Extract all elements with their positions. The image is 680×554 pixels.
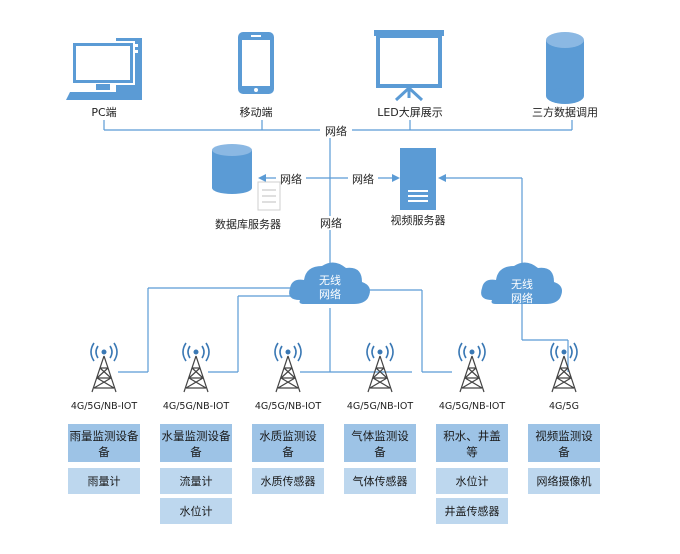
projector-screen-icon bbox=[374, 30, 444, 102]
database-server-label: 数据库服务器 bbox=[215, 217, 281, 231]
sensor-box bbox=[344, 468, 416, 494]
protocol-label: 4G/5G/NB-IOT bbox=[439, 401, 506, 412]
device-label: 视频监测设 bbox=[535, 429, 593, 443]
sensor-box bbox=[160, 468, 232, 494]
arrow-to-db bbox=[258, 174, 266, 182]
mobile-label: 移动端 bbox=[240, 106, 273, 119]
sensor-box bbox=[252, 468, 324, 494]
device-label: 等 bbox=[466, 445, 478, 459]
signal-tower-icon bbox=[366, 342, 394, 393]
sensor-box bbox=[436, 468, 508, 494]
pc-label: PC端 bbox=[91, 106, 116, 119]
network-label-video: 网络 bbox=[352, 172, 374, 186]
cloud-main-line1: 无线 bbox=[319, 273, 341, 287]
sensor-box bbox=[160, 498, 232, 524]
sensor-label: 雨量计 bbox=[88, 475, 121, 488]
protocol-label: 4G/5G/NB-IOT bbox=[163, 401, 230, 412]
device-label: 气体监测设 bbox=[351, 429, 409, 443]
network-label-bg bbox=[348, 172, 378, 186]
desktop-computer-icon bbox=[66, 38, 142, 100]
sensor-label: 水质传感器 bbox=[261, 475, 316, 488]
protocol-label: 4G/5G bbox=[549, 401, 579, 412]
device-box bbox=[344, 424, 416, 462]
device-label: 积水、井盖 bbox=[443, 429, 501, 443]
server-tower-icon bbox=[400, 148, 436, 210]
arrow-to-video-server-2 bbox=[438, 174, 446, 182]
wireless-cloud-main: 无线 网络 bbox=[289, 262, 370, 304]
video-server-label: 视频服务器 bbox=[391, 213, 446, 227]
device-label: 雨量监测设备 bbox=[70, 429, 139, 443]
device-label: 备 bbox=[98, 445, 110, 459]
sensor-label: 流量计 bbox=[180, 474, 213, 488]
network-label-bg bbox=[316, 216, 346, 230]
device-label: 水量监测设备 bbox=[162, 429, 231, 443]
sensor-label: 网络摄像机 bbox=[537, 474, 592, 488]
device-label: 备 bbox=[558, 445, 570, 459]
protocol-label: 4G/5G/NB-IOT bbox=[71, 401, 138, 412]
network-label-bg bbox=[320, 124, 352, 138]
device-box bbox=[528, 424, 600, 462]
protocol-label: 4G/5G/NB-IOT bbox=[347, 401, 414, 412]
wireless-cloud-video: 无线 网络 bbox=[481, 262, 562, 305]
cloud-video-line1: 无线 bbox=[511, 277, 533, 291]
device-box bbox=[160, 424, 232, 462]
network-label-top: 网络 bbox=[325, 124, 347, 138]
network-label-db: 网络 bbox=[280, 172, 302, 186]
signal-tower-icon bbox=[274, 342, 302, 393]
signal-tower-icon bbox=[550, 342, 578, 393]
database-server-icon bbox=[212, 144, 281, 211]
arrow-to-video-server bbox=[392, 174, 400, 182]
signal-tower-icon bbox=[458, 342, 486, 393]
device-label: 备 bbox=[374, 445, 386, 459]
sensor-label: 井盖传感器 bbox=[445, 504, 500, 518]
device-columns: 4G/5G/NB-IOT雨量监测设备备雨量计4G/5G/NB-IOT水量监测设备… bbox=[68, 342, 600, 524]
led-label: LED大屏展示 bbox=[377, 105, 443, 119]
device-box bbox=[252, 424, 324, 462]
sensor-box bbox=[436, 498, 508, 524]
cloud-icon bbox=[481, 262, 562, 304]
network-label-bg bbox=[276, 172, 306, 186]
sensor-box bbox=[528, 468, 600, 494]
cloud-video-line2: 网络 bbox=[511, 291, 533, 305]
sensor-label: 水位计 bbox=[180, 504, 213, 518]
device-box bbox=[68, 424, 140, 462]
smartphone-icon bbox=[238, 32, 274, 94]
cloud-icon bbox=[289, 262, 370, 304]
cloud-main-line2: 网络 bbox=[319, 287, 341, 301]
database-cylinder-icon bbox=[546, 32, 584, 104]
network-label-cloud: 网络 bbox=[320, 216, 342, 230]
device-label: 备 bbox=[190, 445, 202, 459]
device-label: 备 bbox=[282, 445, 294, 459]
protocol-label: 4G/5G/NB-IOT bbox=[255, 401, 322, 412]
third-party-label: 三方数据调用 bbox=[532, 105, 598, 119]
sensor-box bbox=[68, 468, 140, 494]
sensor-label: 水位计 bbox=[456, 474, 489, 488]
device-label: 水质监测设 bbox=[259, 429, 317, 443]
device-box bbox=[436, 424, 508, 462]
signal-tower-icon bbox=[90, 342, 118, 393]
sensor-label: 气体传感器 bbox=[353, 474, 408, 488]
signal-tower-icon bbox=[182, 342, 210, 393]
connection-lines bbox=[103, 120, 573, 373]
